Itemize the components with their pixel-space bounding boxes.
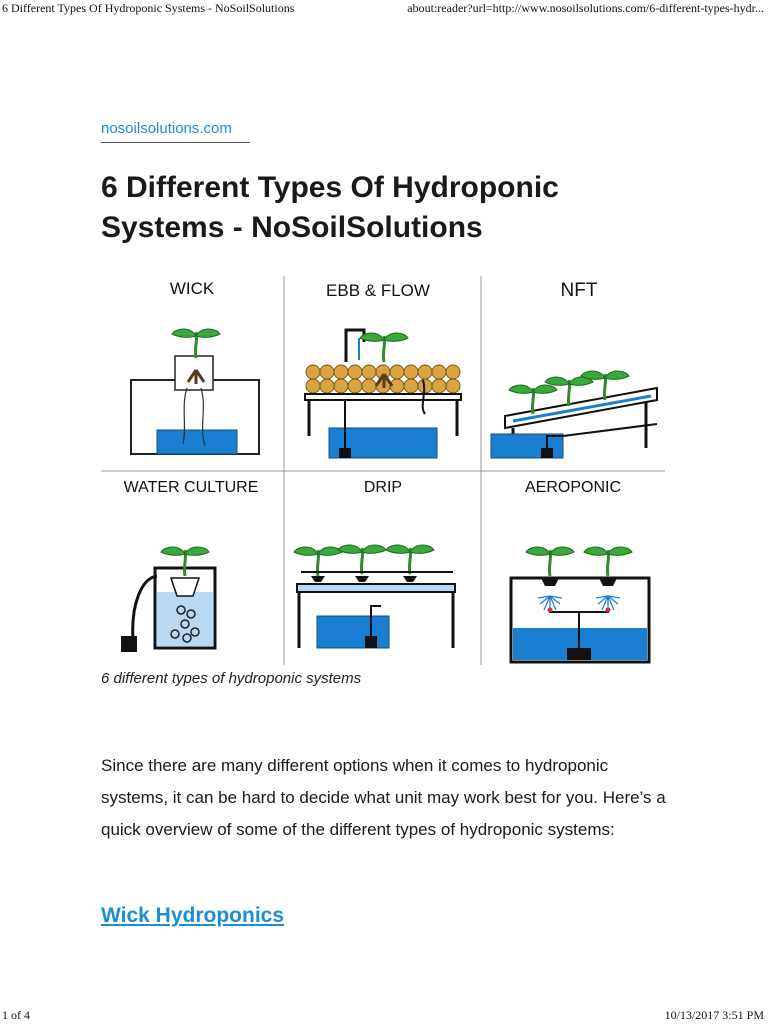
- page-title: 6 Different Types Of Hydroponic Systems …: [101, 171, 559, 244]
- panel-label-ebb-flow: EBB & FLOW: [326, 281, 430, 300]
- panel-label-wick: WICK: [170, 279, 215, 298]
- nft-diagram: [490, 369, 658, 459]
- panel-label-nft: NFT: [561, 280, 598, 301]
- wick-diagram: [130, 327, 260, 455]
- print-header: 6 Different Types Of Hydroponic Systems …: [0, 0, 768, 16]
- aeroponic-diagram: [509, 545, 651, 664]
- panel-label-water-culture: WATER CULTURE: [124, 479, 259, 496]
- figure-caption: 6 different types of hydroponic systems: [101, 670, 362, 687]
- print-footer: 1 of 4 10/13/2017 3:51 PM: [0, 1008, 768, 1024]
- wick-hydroponics-link[interactable]: Wick Hydroponics: [101, 904, 285, 927]
- panel-label-aeroponic: AEROPONIC: [525, 479, 621, 496]
- drip-diagram: [292, 543, 456, 649]
- hydroponic-systems-figure: WICK EBB & FLOW NFT WATER CULTURE DRIP A…: [101, 276, 665, 665]
- intro-paragraph: Since there are many different options w…: [101, 756, 666, 839]
- print-header-title: 6 Different Types Of Hydroponic Systems …: [2, 1, 295, 15]
- print-timestamp: 10/13/2017 3:51 PM: [664, 1008, 764, 1022]
- print-header-url: about:reader?url=http://www.nosoilsoluti…: [407, 1, 764, 15]
- water-culture-diagram: [121, 545, 217, 652]
- source-domain-link[interactable]: nosoilsolutions.com: [101, 120, 250, 143]
- ebb-flow-diagram: [304, 328, 462, 459]
- hydroponic-systems-illustration: WICK EBB & FLOW NFT WATER CULTURE DRIP A…: [101, 276, 665, 665]
- panel-label-drip: DRIP: [364, 479, 402, 496]
- page-number: 1 of 4: [2, 1008, 30, 1022]
